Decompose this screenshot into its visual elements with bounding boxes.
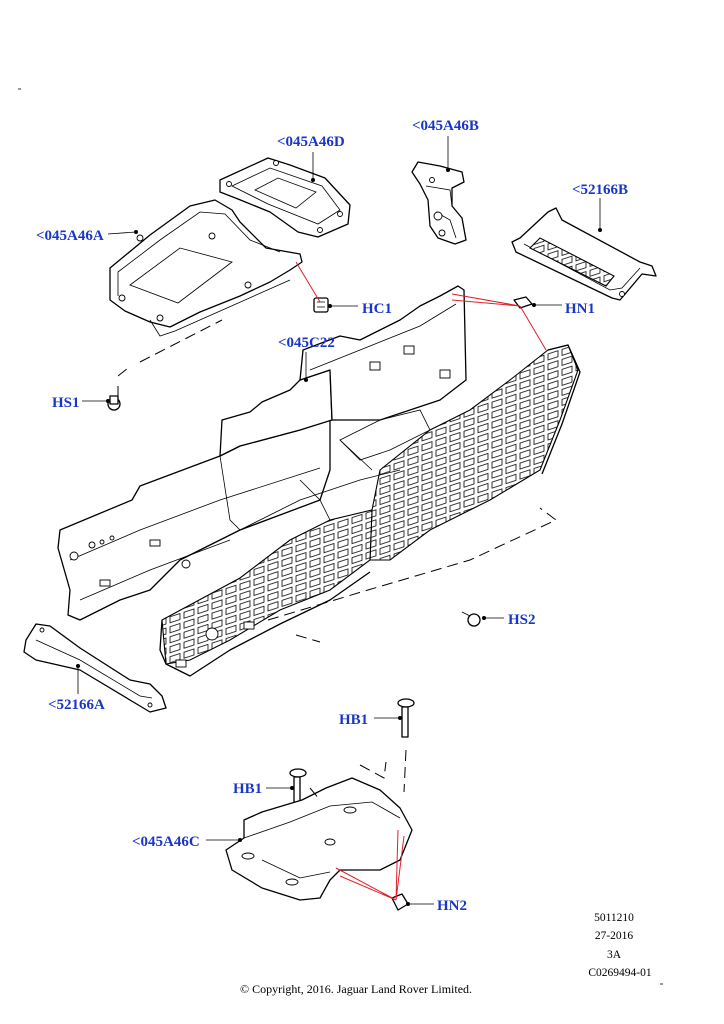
info-line-2: 27-2016 bbox=[595, 930, 634, 942]
callout-045c22[interactable]: <045C22 bbox=[278, 335, 335, 351]
bracket-045a46a bbox=[109, 199, 303, 337]
callout-hn2[interactable]: HN2 bbox=[437, 898, 467, 914]
callout-labels: <045A46D <045A46B <52166B <045A46A HC1 H… bbox=[36, 118, 628, 914]
trim-52166b bbox=[511, 207, 657, 301]
bracket-045a46b bbox=[411, 161, 467, 245]
info-line-3: 3A bbox=[607, 949, 622, 961]
callout-045a46b[interactable]: <045A46B bbox=[412, 118, 479, 134]
trim-52166a bbox=[23, 623, 167, 713]
screw-hs2 bbox=[461, 611, 481, 627]
info-line-1: 5011210 bbox=[594, 912, 634, 924]
red-indication-lines bbox=[295, 261, 547, 901]
callout-045a46a[interactable]: <045A46A bbox=[36, 228, 104, 244]
bracket-045a46c bbox=[225, 777, 413, 901]
callout-hn1[interactable]: HN1 bbox=[565, 301, 595, 317]
bracket-045a46d bbox=[219, 157, 351, 238]
bolt-hb1-top bbox=[397, 698, 415, 738]
callout-hc1[interactable]: HC1 bbox=[362, 301, 392, 317]
nut-hn2 bbox=[391, 893, 409, 911]
copyright-notice: © Copyright, 2016. Jaguar Land Rover Lim… bbox=[240, 982, 472, 996]
callout-52166a[interactable]: <52166A bbox=[48, 697, 105, 713]
callout-045a46d[interactable]: <045A46D bbox=[277, 134, 345, 150]
leader-lines bbox=[76, 136, 602, 906]
nut-hn1 bbox=[513, 296, 533, 309]
screw-hs1 bbox=[107, 395, 121, 411]
reference-info: 5011210 27-2016 3A C0269494-01 bbox=[588, 912, 652, 979]
callout-hb1-top[interactable]: HB1 bbox=[339, 712, 368, 728]
callout-hb1-left[interactable]: HB1 bbox=[233, 781, 262, 797]
callout-hs1[interactable]: HS1 bbox=[52, 395, 80, 411]
callout-045a46c[interactable]: <045A46C bbox=[132, 834, 200, 850]
info-line-4: C0269494-01 bbox=[588, 967, 652, 979]
clip-hc1 bbox=[313, 297, 329, 313]
callout-52166b[interactable]: <52166B bbox=[572, 182, 628, 198]
dashed-assembly-lines bbox=[117, 319, 557, 801]
console-frame-045c22 bbox=[57, 285, 581, 677]
callout-hs2[interactable]: HS2 bbox=[508, 612, 536, 628]
